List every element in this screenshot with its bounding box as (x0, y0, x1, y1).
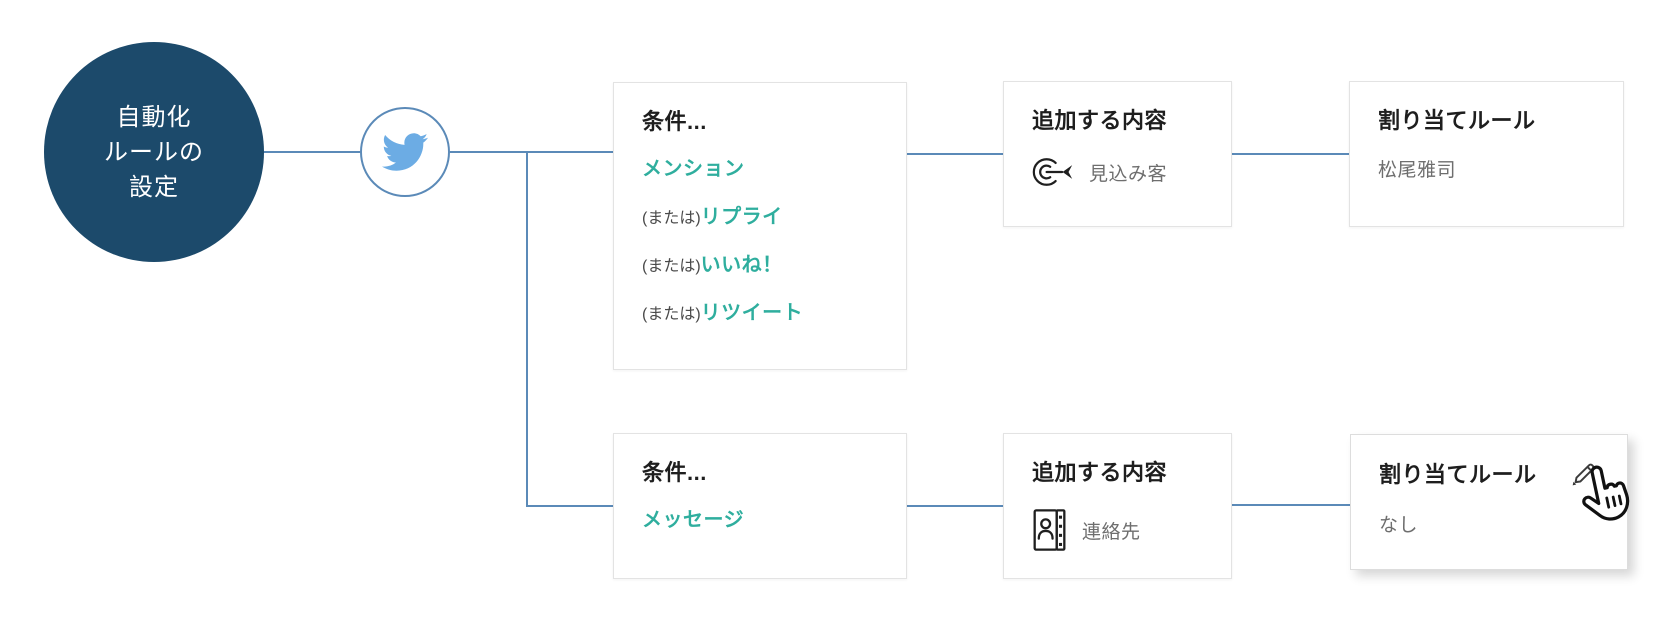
root-label-line: 設定 (129, 173, 179, 201)
contacts-book-icon (1033, 509, 1066, 551)
condition-item: (または)いいね！ (642, 251, 878, 281)
card-title: 追加する内容 (1032, 460, 1168, 485)
action-card-contact: 追加する内容 連絡先 (1003, 433, 1232, 579)
condition-label: リプライ (700, 206, 783, 228)
twitter-channel-node (360, 107, 450, 197)
condition-item: メッセージ (642, 506, 878, 536)
hand-cursor-icon (1582, 465, 1630, 521)
condition-prefix: (または) (642, 258, 701, 275)
card-title: 条件... (642, 109, 707, 134)
condition-prefix: (または) (642, 306, 701, 323)
condition-card-message: 条件... メッセージ (613, 433, 907, 579)
condition-prefix: (または) (642, 210, 701, 227)
action-label: 見込み客 (1089, 163, 1168, 185)
condition-item: (または)リプライ (642, 203, 878, 233)
card-title: 割り当てルール (1379, 462, 1537, 487)
condition-label: リツイート (700, 302, 804, 324)
condition-card-mentions: 条件... メンション (または)リプライ (または)いいね！ (または)リツイ… (613, 82, 907, 370)
action-card-lead: 追加する内容 見込み客 (1003, 81, 1232, 227)
root-label-line: ルールの (104, 138, 204, 166)
root-node-automation-rule: 自動化 ルールの 設定 (44, 42, 264, 262)
condition-label: いいね！ (700, 254, 783, 276)
root-label-line: 自動化 (116, 103, 192, 131)
condition-item: メンション (642, 155, 878, 185)
condition-item: (または)リツイート (642, 299, 878, 329)
condition-label: メッセージ (642, 509, 745, 531)
assignment-card-none[interactable]: 割り当てルール なし (1350, 434, 1630, 570)
card-title: 追加する内容 (1032, 108, 1168, 133)
assignment-card-matsuo: 割り当てルール 松尾雅司 (1349, 81, 1624, 227)
twitter-icon (382, 133, 428, 171)
condition-label: メンション (642, 158, 745, 180)
card-title: 割り当てルール (1378, 108, 1536, 133)
action-label: 連絡先 (1082, 521, 1141, 543)
card-title: 条件... (642, 460, 707, 485)
lead-target-icon (1032, 158, 1073, 186)
assignment-value: なし (1379, 515, 1419, 536)
assignment-value: 松尾雅司 (1378, 160, 1457, 181)
